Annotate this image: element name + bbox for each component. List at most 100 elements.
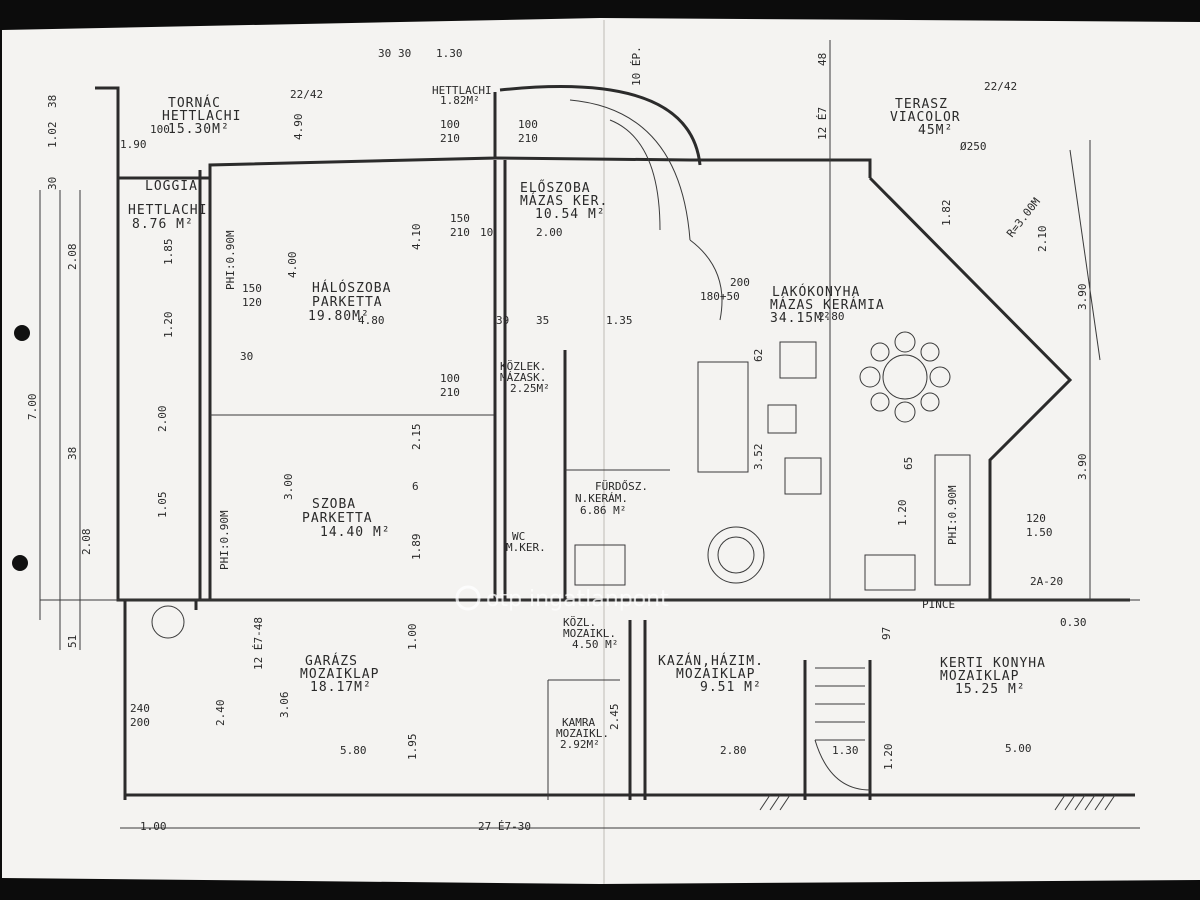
walls bbox=[95, 86, 1135, 800]
svg-text:1.20: 1.20 bbox=[882, 744, 895, 771]
room-kozlekedo: KÖZLEK. MÁZASK. 2.25M² bbox=[500, 360, 550, 395]
svg-text:PHI:0.90M: PHI:0.90M bbox=[946, 485, 959, 545]
staircase bbox=[499, 85, 871, 791]
svg-text:Ø250: Ø250 bbox=[960, 140, 987, 153]
svg-text:2.80: 2.80 bbox=[818, 310, 845, 323]
svg-text:MÁZASK.: MÁZASK. bbox=[500, 371, 546, 384]
svg-text:PHI:0.90M: PHI:0.90M bbox=[218, 510, 231, 570]
room-garazs: GARÁZS MOZAIKLAP 18.17M² bbox=[300, 653, 378, 695]
svg-text:100: 100 bbox=[440, 118, 460, 131]
left-dimensions: 7.00 1.02 38 30 2.08 1.85 1.20 2.00 1.05… bbox=[26, 95, 175, 648]
room-terasz: TERASZ VIACOLOR 45M² bbox=[890, 97, 961, 138]
svg-text:2.08: 2.08 bbox=[80, 529, 93, 556]
svg-text:2.40: 2.40 bbox=[214, 700, 227, 727]
svg-text:LAKÓKONYHA: LAKÓKONYHA bbox=[772, 284, 860, 300]
svg-text:HETTLACHI: HETTLACHI bbox=[162, 109, 241, 124]
svg-text:1.35: 1.35 bbox=[606, 314, 633, 327]
svg-text:200: 200 bbox=[130, 716, 150, 729]
svg-text:VIACOLOR: VIACOLOR bbox=[890, 110, 961, 125]
svg-text:KERTI KONYHA: KERTI KONYHA bbox=[940, 656, 1046, 671]
svg-text:1.30: 1.30 bbox=[832, 744, 859, 757]
punch-hole bbox=[14, 325, 30, 341]
svg-text:6.86 M²: 6.86 M² bbox=[580, 504, 626, 517]
svg-text:4.50 M²: 4.50 M² bbox=[572, 638, 618, 651]
svg-text:210: 210 bbox=[440, 132, 460, 145]
svg-text:120: 120 bbox=[242, 296, 262, 309]
svg-text:WC: WC bbox=[512, 530, 525, 543]
svg-text:10: 10 bbox=[480, 226, 493, 239]
svg-text:3.52: 3.52 bbox=[752, 444, 765, 471]
svg-text:210: 210 bbox=[518, 132, 538, 145]
paper-sheet bbox=[2, 18, 1200, 884]
svg-text:38: 38 bbox=[66, 447, 79, 460]
svg-text:GARÁZS: GARÁZS bbox=[305, 653, 358, 669]
svg-text:2.00: 2.00 bbox=[156, 406, 169, 433]
svg-text:30: 30 bbox=[398, 47, 411, 60]
interior-dimensions: 100 100 210 100 210 150 120 1.90 4.90 4.… bbox=[120, 114, 1089, 834]
svg-text:19.80M²: 19.80M² bbox=[308, 309, 370, 324]
room-kerti-konyha: KERTI KONYHA MOZAIKLAP 15.25 M² bbox=[940, 656, 1046, 697]
svg-text:1.50: 1.50 bbox=[1026, 526, 1053, 539]
svg-text:KAZÁN,HÁZIM.: KAZÁN,HÁZIM. bbox=[658, 653, 764, 669]
svg-text:150: 150 bbox=[450, 212, 470, 225]
svg-text:39: 39 bbox=[496, 314, 509, 327]
svg-text:PHI:0.90M: PHI:0.90M bbox=[224, 230, 237, 290]
svg-text:15.25 M²: 15.25 M² bbox=[955, 682, 1026, 697]
svg-text:ELŐSZOBA: ELŐSZOBA bbox=[520, 180, 591, 196]
svg-text:210: 210 bbox=[440, 386, 460, 399]
room-szoba: SZOBA PARKETTA 14.40 M² bbox=[302, 497, 391, 540]
svg-text:1.85: 1.85 bbox=[162, 239, 175, 266]
furniture bbox=[151, 331, 971, 639]
svg-text:14.40 M²: 14.40 M² bbox=[320, 525, 391, 540]
svg-text:100: 100 bbox=[150, 123, 170, 136]
svg-text:65: 65 bbox=[902, 457, 915, 470]
svg-text:210: 210 bbox=[450, 226, 470, 239]
room-hettlachi-small: HETTLACHI 1.82M² bbox=[432, 84, 492, 107]
svg-text:2.92M²: 2.92M² bbox=[560, 738, 600, 751]
svg-text:MOZAIKL.: MOZAIKL. bbox=[556, 727, 609, 740]
room-kozl: KÖZL. MOZAIKL. 4.50 M² bbox=[563, 616, 618, 651]
svg-text:1.82: 1.82 bbox=[940, 200, 953, 227]
svg-text:9.51 M²: 9.51 M² bbox=[700, 680, 762, 695]
svg-text:180+50: 180+50 bbox=[700, 290, 740, 303]
svg-text:97: 97 bbox=[880, 627, 893, 640]
svg-text:2.25M²: 2.25M² bbox=[510, 382, 550, 395]
svg-text:1.95: 1.95 bbox=[406, 734, 419, 761]
svg-text:4.00: 4.00 bbox=[286, 252, 299, 279]
svg-text:8.76 M²: 8.76 M² bbox=[132, 217, 194, 232]
svg-text:PARKETTA: PARKETTA bbox=[312, 295, 383, 310]
svg-text:62: 62 bbox=[752, 349, 765, 362]
svg-text:30: 30 bbox=[240, 350, 253, 363]
svg-text:1.82M²: 1.82M² bbox=[440, 94, 480, 107]
svg-text:15.30M²: 15.30M² bbox=[168, 122, 230, 137]
svg-text:1.20: 1.20 bbox=[162, 312, 175, 339]
svg-text:TORNÁC: TORNÁC bbox=[168, 95, 221, 111]
svg-text:1.89: 1.89 bbox=[410, 534, 423, 561]
svg-text:12 É7: 12 É7 bbox=[816, 107, 829, 140]
dimension-lines bbox=[39, 40, 1140, 829]
svg-text:4.80: 4.80 bbox=[358, 314, 385, 327]
svg-text:MOZAIKLAP: MOZAIKLAP bbox=[676, 667, 755, 682]
svg-text:5.00: 5.00 bbox=[1005, 742, 1032, 755]
svg-text:2.08: 2.08 bbox=[66, 244, 79, 271]
svg-text:10 ÉP.: 10 ÉP. bbox=[630, 46, 643, 86]
svg-text:2.45: 2.45 bbox=[608, 704, 621, 731]
room-kamra: KAMRA MOZAIKL. 2.92M² bbox=[556, 716, 609, 751]
svg-text:150: 150 bbox=[242, 282, 262, 295]
room-lakokonyha: LAKÓKONYHA MÁZAS KERÁMIA 34.15M² bbox=[770, 284, 884, 326]
room-haloszoba: HÁLÓSZOBA PARKETTA 19.80M² bbox=[308, 280, 391, 324]
svg-text:KAMRA: KAMRA bbox=[562, 716, 595, 729]
svg-text:N.KERÁM.: N.KERÁM. bbox=[575, 492, 628, 505]
svg-text:LOGGIA: LOGGIA bbox=[145, 179, 198, 194]
svg-text:35: 35 bbox=[536, 314, 549, 327]
svg-text:PARKETTA: PARKETTA bbox=[302, 511, 373, 526]
svg-text:KÖZL.: KÖZL. bbox=[563, 616, 596, 629]
punch-hole bbox=[12, 555, 28, 571]
svg-text:5.80: 5.80 bbox=[340, 744, 367, 757]
watermark-text: otp ingatlanpont bbox=[486, 587, 669, 612]
svg-text:2.00: 2.00 bbox=[536, 226, 563, 239]
svg-text:12 É7-48: 12 É7-48 bbox=[252, 617, 265, 670]
svg-text:200: 200 bbox=[730, 276, 750, 289]
svg-text:HÁLÓSZOBA: HÁLÓSZOBA bbox=[312, 280, 391, 296]
